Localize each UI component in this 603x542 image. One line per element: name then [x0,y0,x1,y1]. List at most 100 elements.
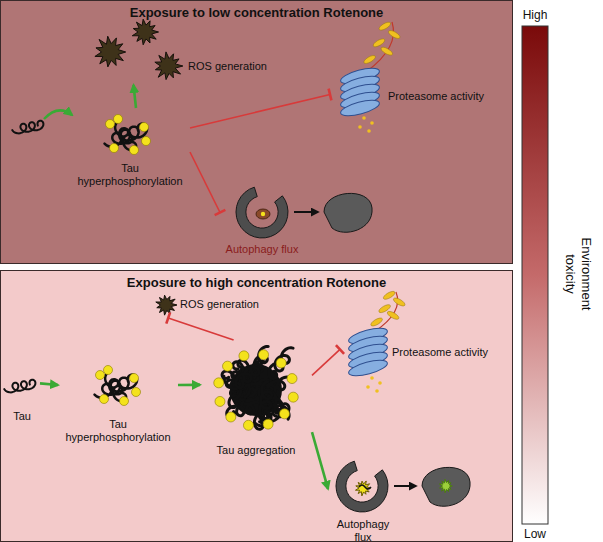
peptide-fragment [367,129,371,133]
ubiquitin-tag [378,21,392,32]
phosphate-group [106,120,115,129]
process-node: Autophagy flux [328,458,498,542]
phosphate-group [120,397,129,406]
peptide-fragment [375,389,379,393]
process-node: ROS generation [150,292,290,318]
flux-arrow [394,485,416,487]
node-label: Autophagy flux [328,518,398,542]
node-label: ROS generation [188,60,267,73]
process-node: Proteasome activity [330,18,502,120]
color-bar [522,26,548,524]
phosphate-group [226,412,236,422]
phosphate-group [132,388,141,397]
ubiquitin-tag [363,54,377,65]
tau-protein [12,120,45,134]
node-label: Proteasome activity [388,90,484,103]
axis-title: Environment toxicity [562,219,594,329]
cargo [256,209,270,219]
process-node: Tau hyperphosphorylation [58,362,178,444]
phosphate-group [130,146,139,155]
ros-burst [155,52,183,80]
tau-protein [259,381,273,419]
flux-arrow [294,211,318,213]
phosphate-group [104,366,113,375]
process-node: Tau hyperphosphorylation [70,108,190,188]
phosphate-group [263,419,273,429]
peptide-fragment [358,125,362,129]
ubiquitin-tag [380,46,394,57]
peptide-fragment [370,121,374,125]
peptide-fragment [366,385,370,389]
node-label: Tau hyperphosphorylation [70,162,190,188]
panel-title: Exposure to high concentration Rotenone [0,275,513,290]
activation-arrow [312,432,328,489]
degraded-cargo [439,479,452,492]
panel-ground [1,271,513,542]
ros-burst [95,36,126,67]
cargo [359,485,371,489]
autolysosome [324,193,372,232]
inhibition-arrow [312,349,340,375]
ubiquitin-tag [392,296,406,307]
panel-band: Exposure to low concentration RotenoneRO… [0,0,513,264]
activation-arrow [134,85,137,108]
phagophore [336,461,388,512]
activation-arrow [40,383,58,385]
activation-arrow [178,384,200,387]
peptide-fragment [378,381,382,385]
ros-burst [156,295,177,315]
cargo [261,212,265,216]
process-arrow [44,110,72,119]
node-label: Autophagy flux [220,243,304,256]
scale-end-label: High [515,8,555,23]
phosphate-group [140,123,149,132]
autolysosome [422,467,470,506]
phagophore [236,187,288,238]
phosphate-group [114,115,123,124]
phosphate-group [142,137,151,146]
phosphate-group [130,374,139,383]
ubiquitin-tag [386,310,400,321]
panel-title: Exposure to low concentration Rotenone [0,5,513,20]
phosphate-group [215,396,225,406]
process-node: Tau [4,366,40,424]
inhibition-arrow [190,152,220,213]
ros-burst [132,19,158,45]
phosphate-group [279,409,289,419]
phosphate-group [100,395,109,404]
phosphate-group [110,144,119,153]
panel-ground [1,1,513,264]
node-label: Tau hyperphosphorylation [58,418,178,444]
process-node: Proteasome activity [340,288,502,384]
node-label: ROS generation [180,298,259,311]
process-node: ROS generation [88,18,270,85]
phosphate-group [239,351,249,361]
ubiquitin-tag [370,316,384,327]
scale-end-label: Low [515,527,555,542]
ubiquitin-tag [372,37,386,48]
inhibition-arrow [168,318,233,340]
proteasome-ring [339,97,381,119]
process-node: Tau aggregation [200,340,312,458]
ubiquitin-tag [387,29,401,40]
peptide-fragment [362,116,366,120]
phosphate-group [223,361,233,371]
phosphate-group [287,374,297,384]
phosphate-group [214,378,224,388]
cargo [355,481,370,496]
process-node: Autophagy flux [220,188,400,258]
tau-protein [4,379,37,393]
phosphate-group [96,371,105,380]
peptide-fragment [370,376,374,380]
phosphate-group [276,358,286,368]
node-label: Tau [4,410,40,423]
node-label: Proteasome activity [392,346,488,359]
inhibition-arrow [190,95,330,129]
phosphate-group [243,420,253,430]
phosphate-group [259,350,269,360]
phosphate-group [288,392,298,402]
panel-band: Exposure to high concentration RotenoneR… [0,270,513,542]
